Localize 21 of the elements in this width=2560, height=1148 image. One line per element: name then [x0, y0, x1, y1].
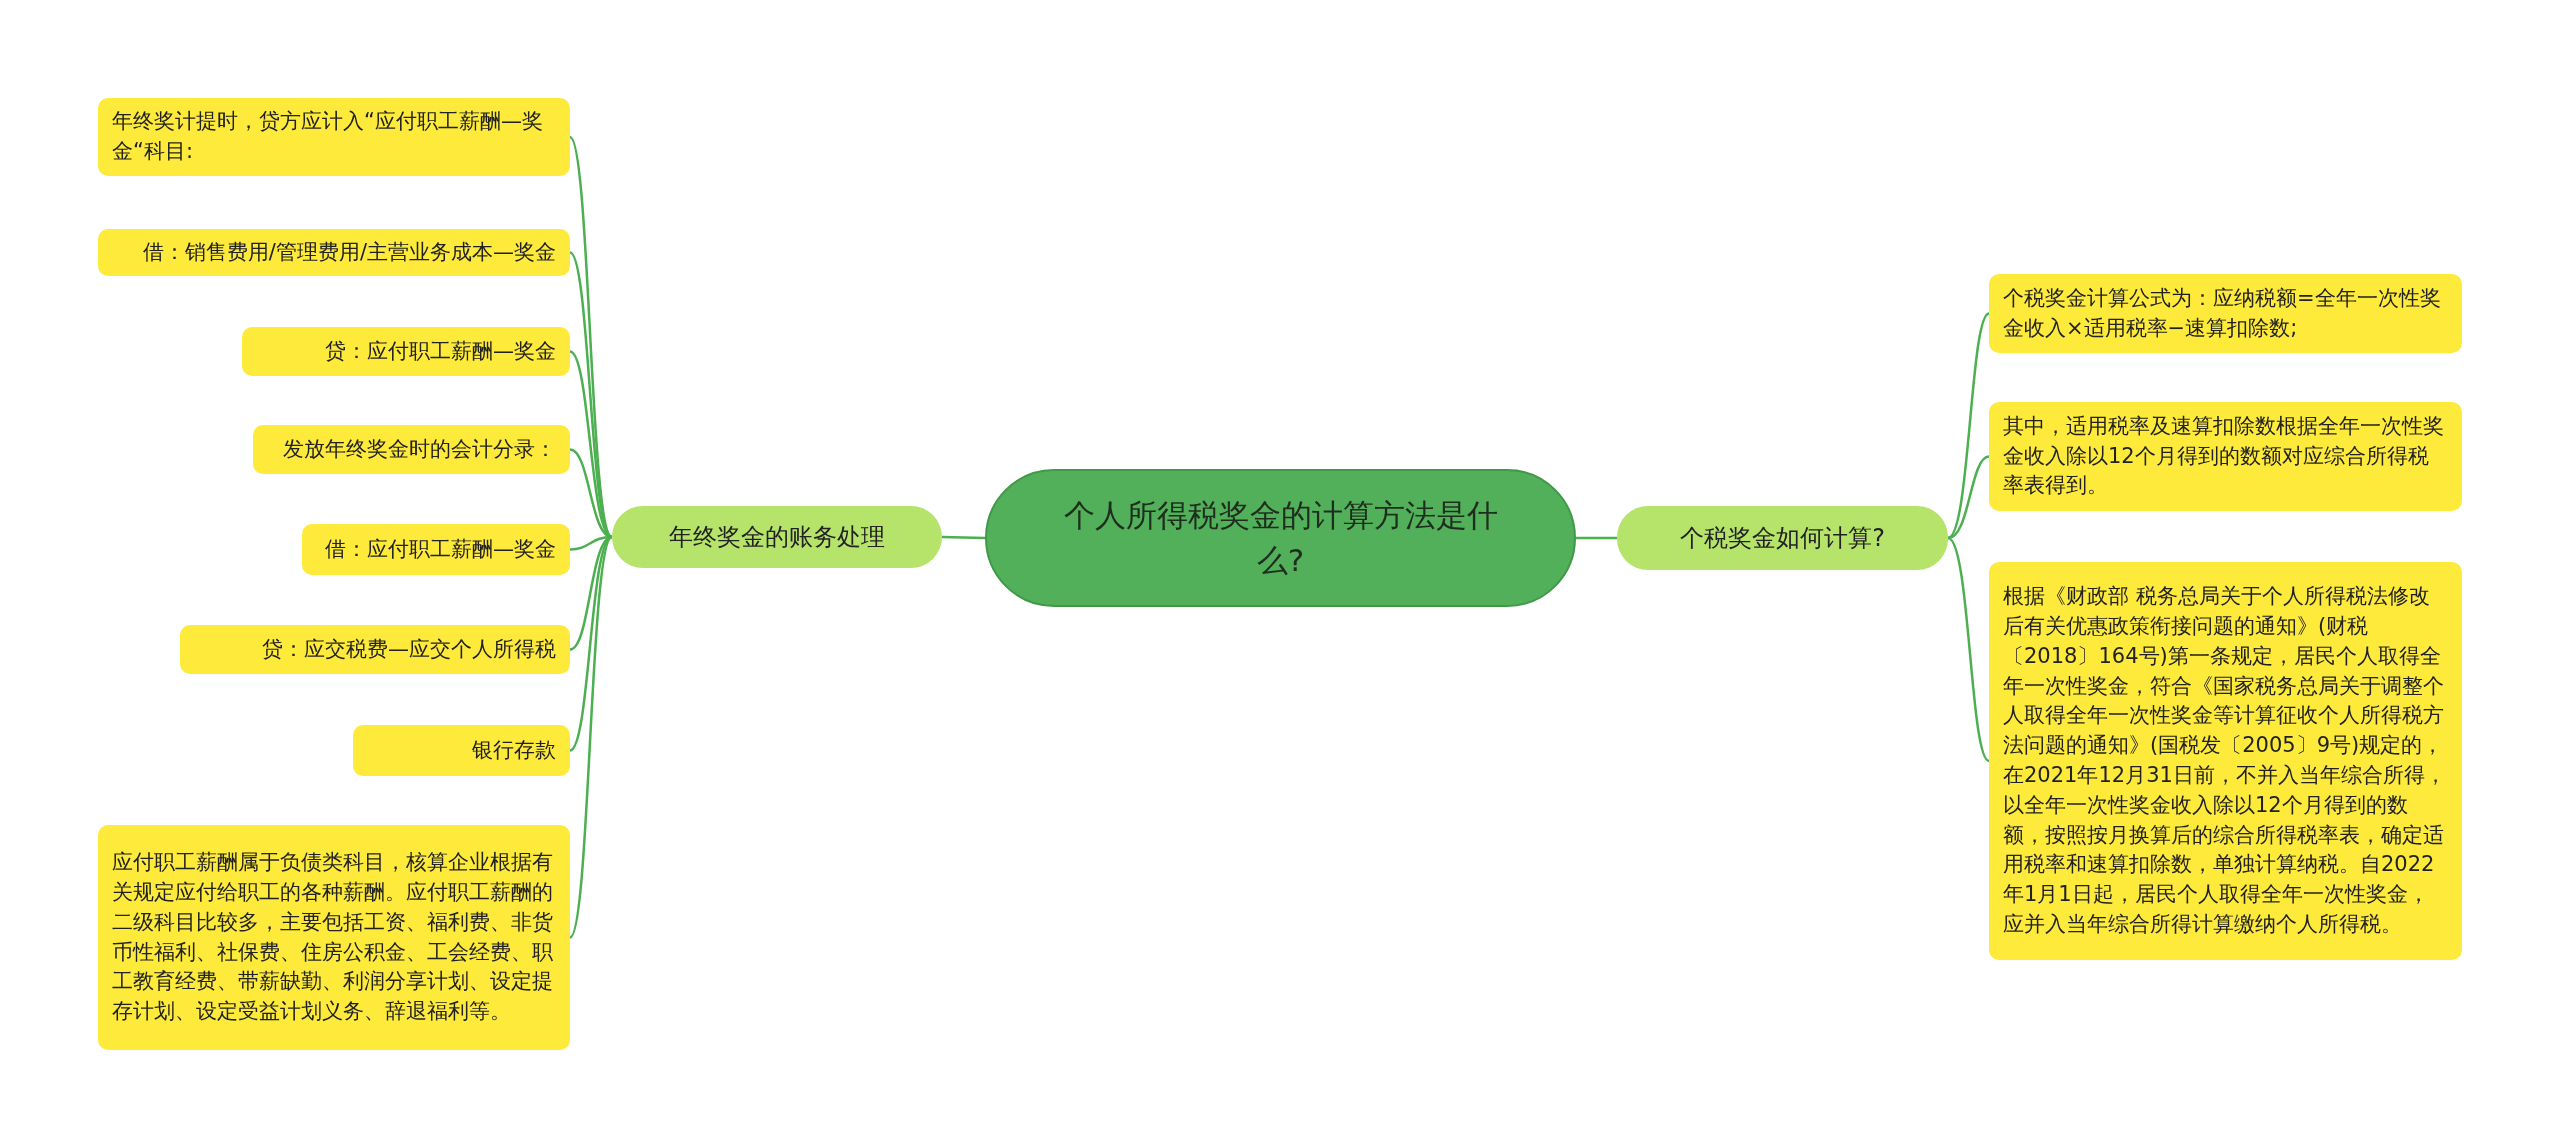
note-box: 贷：应付职工薪酬—奖金	[242, 327, 570, 376]
note-box: 个税奖金计算公式为：应纳税额=全年一次性奖金收入×适用税率−速算扣除数;	[1989, 274, 2462, 353]
connector-line	[1947, 537, 1990, 762]
connector-line	[941, 535, 986, 540]
connector-line	[569, 251, 613, 538]
connector-line	[1576, 536, 1617, 540]
note-box: 银行存款	[353, 725, 570, 776]
note-box: 应付职工薪酬属于负债类科目，核算企业根据有关规定应付给职工的各种薪酬。应付职工薪酬的二级科目比较多，主要包括工资、福利费、非货币性福利、社保费、住房公积金、工会经费、职工教育经费、带薪缺勤、利润分享计划、设定提存计划、设定受益计划义务、辞退福利等。	[98, 825, 570, 1050]
central-topic: 个人所得税奖金的计算方法是什么?	[985, 469, 1576, 607]
connector-line	[1947, 455, 1990, 540]
note-box: 借：应付职工薪酬—奖金	[302, 524, 570, 575]
note-box: 根据《财政部 税务总局关于个人所得税法修改后有关优惠政策衔接问题的通知》(财税〔2018〕164号)第一条规定，居民个人取得全年一次性奖金，符合《国家税务总局关于调整个人取得全年一次性奖金等计算征收个人所得税方法问题的通知》(国税发〔2005〕9号)规定的，在2021年12月31日前，不并入当年综合所得，以全年一次性奖金收入除以12个月得到的数额，按照按月换算后的综合所得税率表，确定适用税率和速算扣除数，单独计算纳税。自2022年1月1日起，居民个人取得全年一次性奖金，应并入当年综合所得计算缴纳个人所得税。	[1989, 562, 2462, 960]
connector-line	[568, 536, 614, 939]
connector-line	[1947, 312, 1990, 539]
note-box: 年终奖计提时，贷方应计入“应付职工薪酬—奖金“科目:	[98, 98, 570, 176]
topic-box: 年终奖金的账务处理	[612, 506, 942, 568]
topic-box: 个税奖金如何计算?	[1617, 506, 1948, 570]
note-box: 贷：应交税费—应交个人所得税	[180, 625, 570, 674]
note-box: 发放年终奖金时的会计分录：	[253, 425, 570, 474]
note-box: 其中，适用税率及速算扣除数根据全年一次性奖金收入除以12个月得到的数额对应综合所得税率表得到。	[1989, 402, 2462, 511]
note-box: 借：销售费用/管理费用/主营业务成本—奖金	[98, 229, 570, 276]
